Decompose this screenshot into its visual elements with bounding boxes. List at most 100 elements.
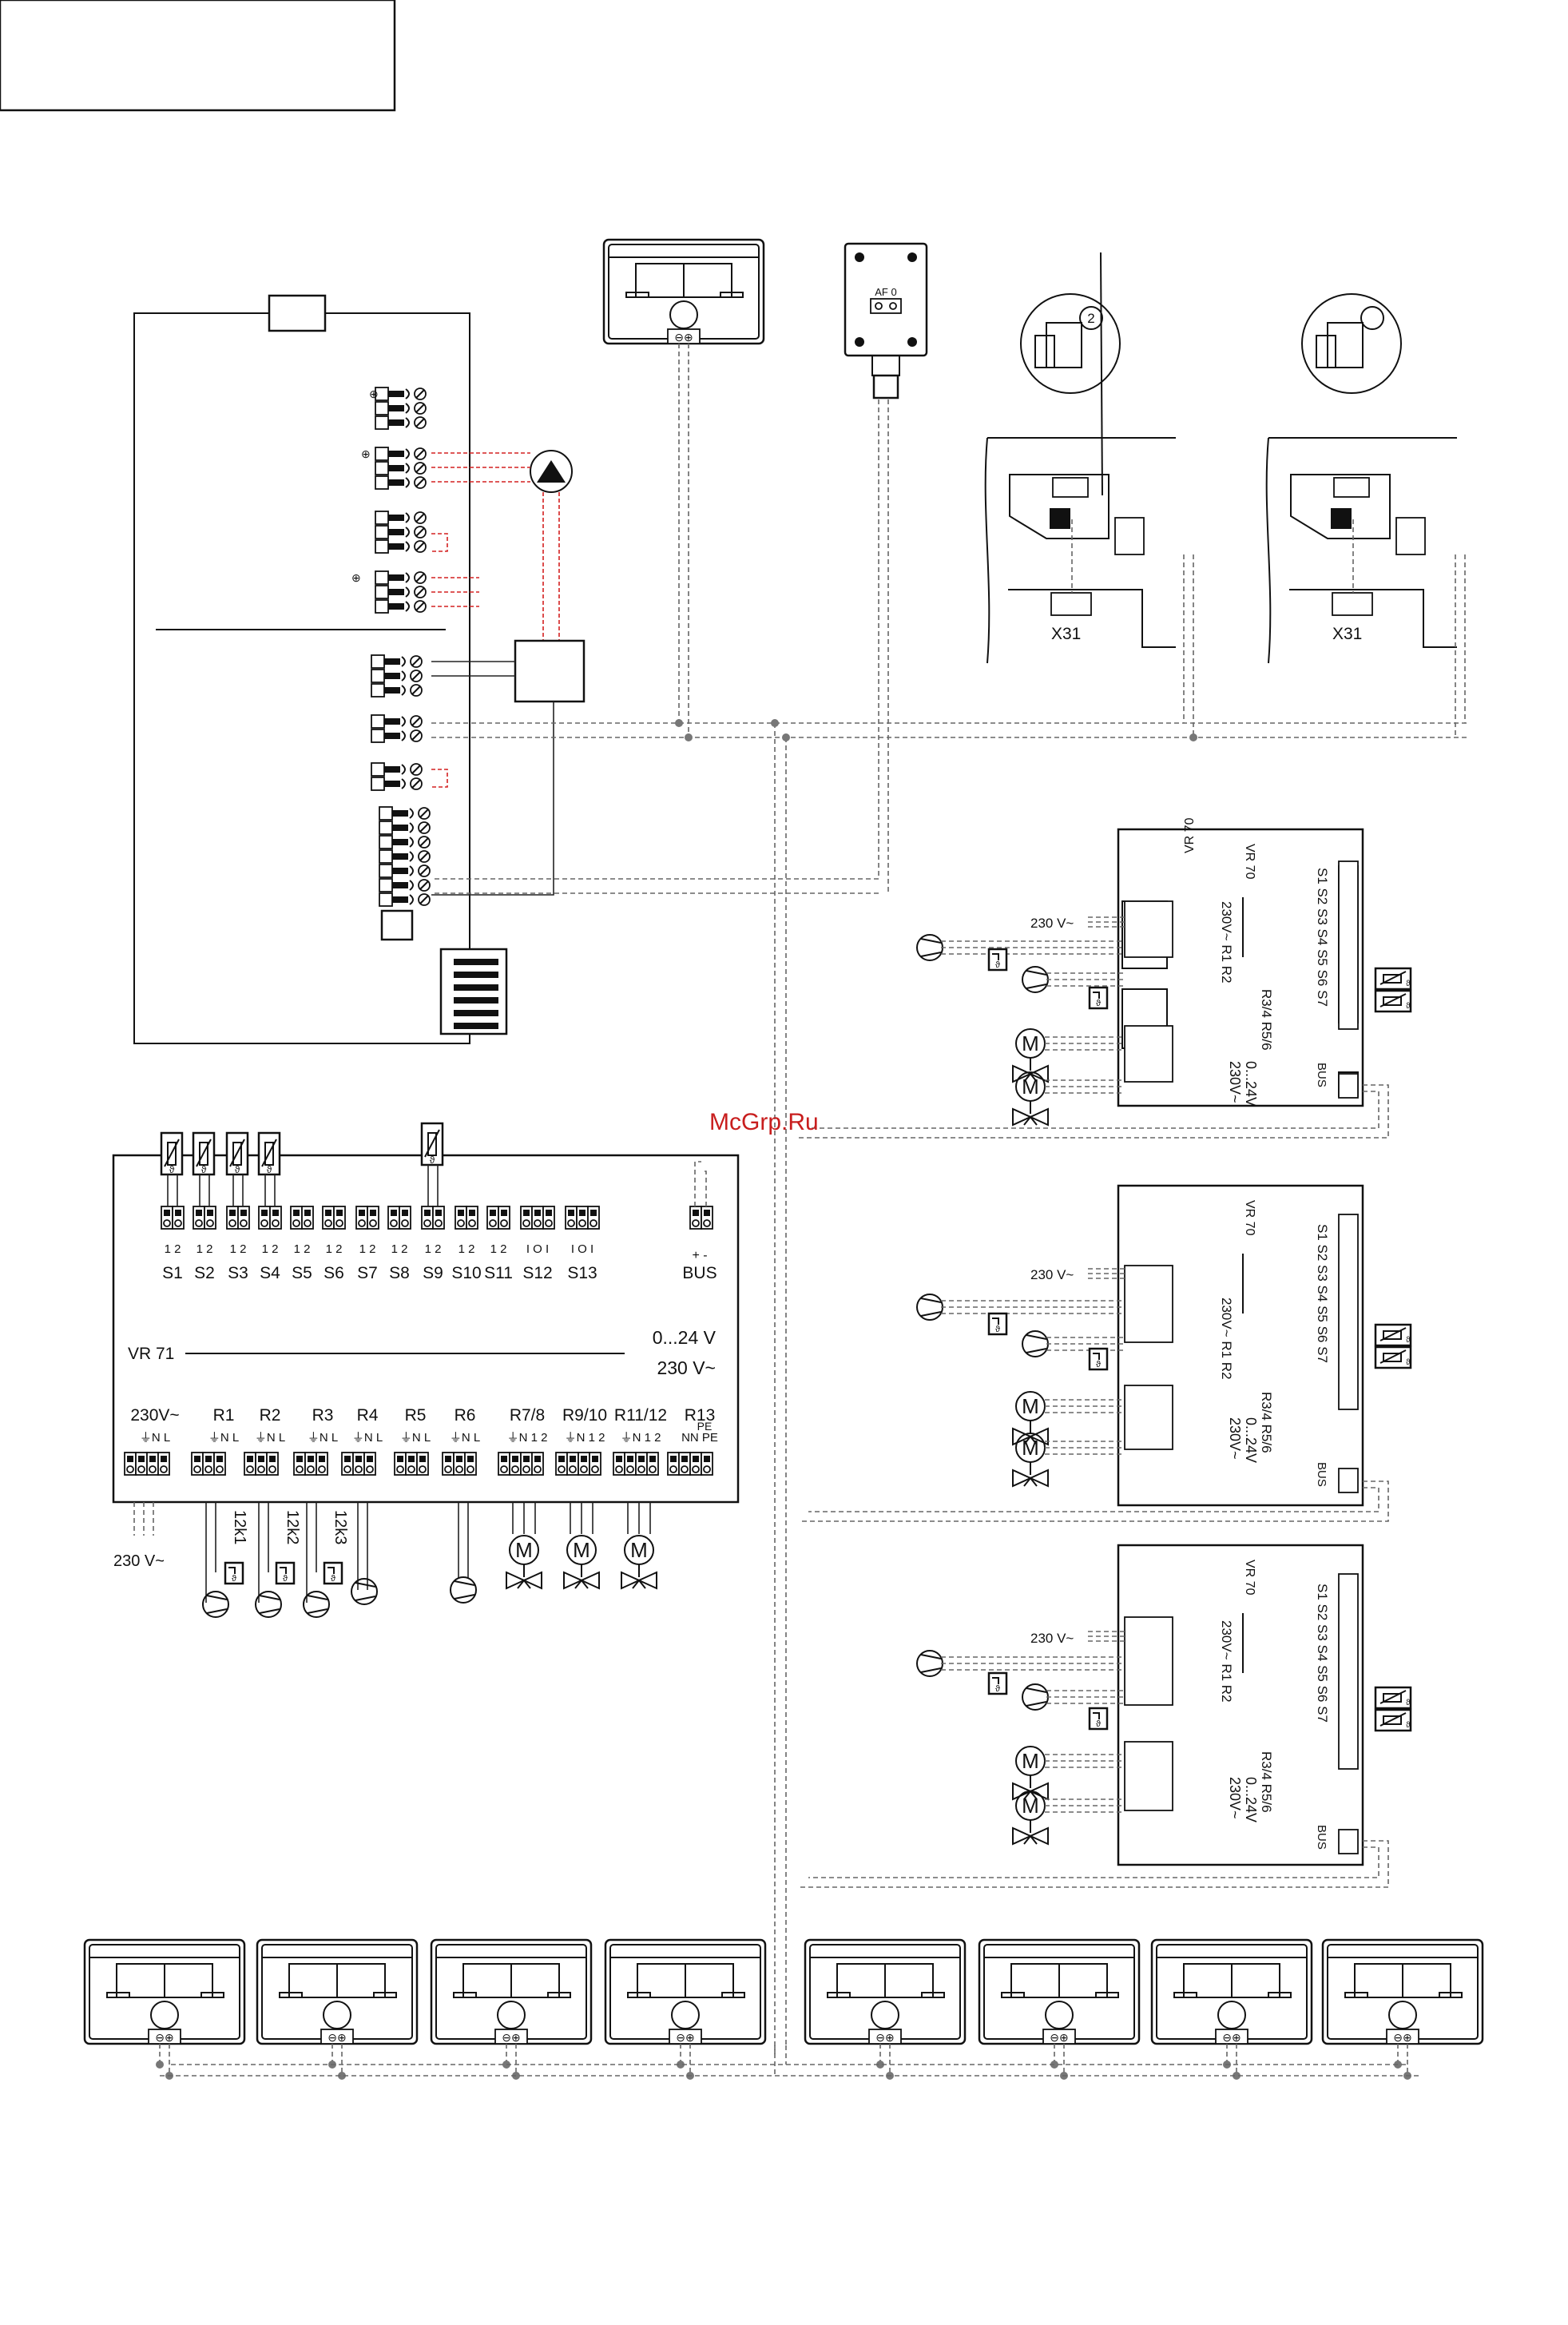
vr71-relay-pins: ⏚N 1 2 [507,1431,548,1445]
vr71-sensor-pins: 1 2 [458,1242,475,1256]
svg-text:230V~: 230V~ [1227,1061,1243,1103]
svg-text:VR 70: VR 70 [1183,817,1197,853]
svg-text:BUS: BUS [1315,1825,1328,1850]
outdoor-sensor: AF 0 [844,242,928,399]
vr71-relay-3: R3⏚N L [293,1406,338,1476]
svg-text:230V~: 230V~ [1227,1417,1243,1460]
vr71-devices: 230 V~ 12k1 12k2 12k3 [113,1502,657,1618]
svg-text:230V~ R1 R2: 230V~ R1 R2 [1219,1620,1234,1703]
vr71-sensor-pins: 1 2 [262,1242,279,1256]
vr71-sensor-pins: 1 2 [326,1242,343,1256]
red-bridge-1 [431,533,448,552]
svg-text:230 V~: 230 V~ [1030,916,1074,931]
vr71-sensor-10: 1 2 S10 [451,1206,482,1282]
vr71-relay-label: R2 [260,1406,281,1425]
vr71-sensor-9: 1 2 S9 [421,1206,445,1282]
svg-text:2: 2 [1087,311,1094,326]
vr71-sensor-label: S12 [522,1264,552,1282]
module-1: 2 X31 [984,252,1176,664]
vr71-sensor-label: S8 [389,1264,410,1282]
vr71-sensor-5: 1 2S5 [290,1206,314,1282]
room-controller-8: ⊖⊕ [1321,1938,1484,2080]
vr71-sensor-label: S10 [451,1264,481,1282]
svg-text:S1 S2 S3 S4 S5 S6 S7: S1 S2 S3 S4 S5 S6 S7 [1315,868,1330,1007]
svg-text:⊕: ⊕ [361,447,371,460]
red-bridge-2 [431,769,448,788]
vr71-sensor-11: 1 2 S11 [484,1206,513,1282]
vr71-sensor-4: 1 2S4 [258,1206,282,1282]
module-2: X31 [1265,293,1457,664]
controller-terminals: ⊖⊕ [875,2031,894,2044]
svg-text:12k3: 12k3 [331,1510,349,1544]
vr71-relay-pins: ⏚N L [308,1431,338,1445]
vr71-relay-5: R5⏚N L [394,1406,431,1476]
vr71-relay-4: R4⏚N L [341,1406,383,1476]
svg-text:X31: X31 [1332,625,1362,643]
svg-text:230 V~: 230 V~ [1030,1631,1074,1646]
vr71-sensor-pins: 1 2 [425,1242,442,1256]
room-controller-2: ⊖⊕ [256,1938,419,2080]
svg-text:⊕: ⊕ [351,571,361,584]
vr71-sensor-label: S7 [357,1264,378,1282]
svg-text:230 V~: 230 V~ [657,1357,716,1378]
svg-text:⊕: ⊕ [369,388,379,400]
room-controller-4: ⊖⊕ [604,1938,767,2080]
vr71-relay-2: R2 ⏚N L [244,1406,285,1476]
svg-text:230V~ R1 R2: 230V~ R1 R2 [1219,1298,1234,1380]
vr71-sensor-1: 1 2 S1 [161,1206,185,1282]
vr71-relay-pins: ⏚N 1 2 [565,1431,605,1445]
svg-text:⊖⊕: ⊖⊕ [674,331,693,344]
room-controller-3: ⊖⊕ [430,1938,593,2080]
svg-text:0...24V: 0...24V [1243,1061,1259,1107]
vr71-sensor-label: S6 [324,1264,344,1282]
red-wire-3 [431,577,479,607]
controller-terminals: ⊖⊕ [1393,2031,1411,2044]
vr71-sensor-label: S5 [292,1264,312,1282]
room-controller-top: ⊖⊕ [602,238,765,345]
vr71-relay-pins: ⏚N 1 2 [621,1431,661,1445]
vr71-relay-label: 230V~ [130,1406,179,1425]
accessory-box [514,639,586,703]
svg-text:+ -: + - [692,1249,707,1262]
controller-terminals: ⊖⊕ [1222,2031,1241,2044]
svg-text:12k1: 12k1 [231,1510,248,1544]
vr71-sensor-pins: 1 2 [230,1242,247,1256]
vr71-sensor-label: S9 [423,1264,443,1282]
vr71-relay-pins: ⏚N L [140,1431,170,1445]
vr71-relay-label: R7/8 [510,1406,545,1425]
svg-text:S1 S2 S3 S4 S5 S6 S7: S1 S2 S3 S4 S5 S6 S7 [1315,1224,1330,1363]
vr70-contents: VR 70 S1 S2 S3 S4 S5 S6 S7 R3/4 R5/6 230… [799,844,1412,1888]
boiler-pump [530,450,573,493]
vr71-relay-pins: ⏚N L [450,1431,480,1445]
svg-text:VR 70: VR 70 [1243,1200,1256,1236]
vr71-sensor-pins: 1 2 [165,1242,181,1256]
vr71-sensor-pins: 1 2 [391,1242,408,1256]
vr71-relay-label: R13 [685,1406,716,1425]
svg-text:VR 70: VR 70 [1243,844,1256,880]
controller-terminals: ⊖⊕ [502,2031,520,2044]
vr71-sensor-pins: 1 2 [359,1242,376,1256]
svg-text:BUS: BUS [682,1264,717,1282]
vr71-relay-9: R11/12⏚N 1 2 [613,1406,667,1476]
vr71-relay-terminals: 230V~⏚N LR1⏚N LR2⏚N LR3⏚N LR4⏚N LR5⏚N LR… [124,1406,718,1476]
room-controller-7: ⊖⊕ [1150,1938,1313,2080]
vr71-sensor-label: S11 [484,1264,513,1282]
vr71-sensor-label: S1 [162,1264,183,1282]
vr71-sensor-pins: 1 2 [490,1242,507,1256]
svg-text:R3/4 R5/6: R3/4 R5/6 [1259,989,1274,1051]
vr71-relay-1: R1⏚N L [191,1406,239,1476]
svg-text:230 V~: 230 V~ [113,1552,165,1570]
svg-text:230 V~: 230 V~ [1030,1267,1074,1282]
svg-text:R3/4 R5/6: R3/4 R5/6 [1259,1751,1274,1813]
vr71-relay-8: R9/10⏚N 1 2 [555,1406,607,1476]
controller-terminals: ⊖⊕ [327,2031,346,2044]
vr71-relay-label: R6 [455,1406,476,1425]
vr71-sensor-label: S13 [567,1264,597,1282]
vr71-sensor-pins: 1 2 [196,1242,213,1256]
vr71-relay-pins: ⏚N L [255,1431,285,1445]
vr70-module-1: VR 70 [1117,817,1364,1107]
